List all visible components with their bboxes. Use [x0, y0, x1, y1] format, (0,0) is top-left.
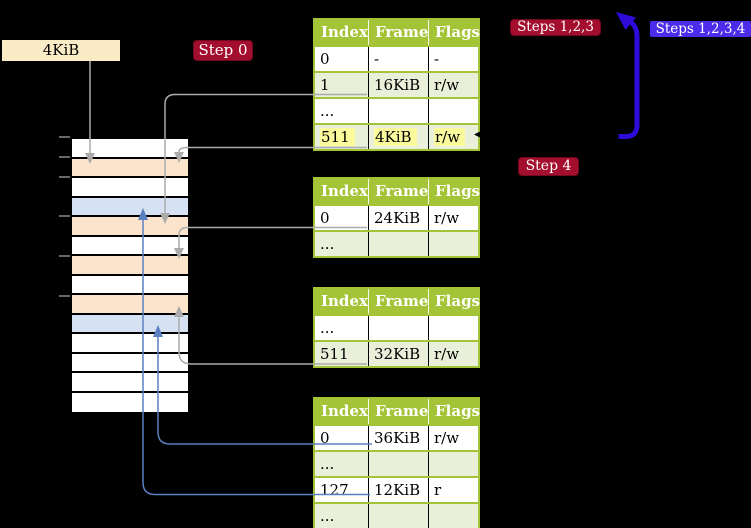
highlight-mark: 511: [320, 128, 355, 146]
physical-memory-strip: [70, 137, 190, 414]
cell-index: 127: [320, 481, 349, 499]
cell-flags: r/w: [428, 342, 478, 366]
table-row: ...: [315, 502, 478, 528]
memory-frame-row: [72, 295, 188, 315]
cell-index: 1: [320, 76, 330, 94]
highlight-mark: 4KiB: [374, 128, 417, 146]
cell-index: ...: [320, 319, 335, 337]
table-row: ...: [315, 314, 478, 340]
cell-frame: 16KiB: [368, 73, 428, 97]
column-header-frame: Frame: [368, 20, 428, 45]
cell-frame: [368, 316, 428, 340]
cell-flags: r/w: [428, 206, 478, 230]
column-header-frame: Frame: [368, 399, 428, 424]
memory-frame-row: [72, 392, 188, 412]
page-size-label: 4KiB: [2, 40, 120, 61]
memory-frame-row: [72, 217, 188, 237]
arrowhead-up-left-icon: [616, 12, 636, 30]
cell-index: 0: [320, 50, 330, 68]
table-row: 0 - -: [315, 45, 478, 71]
cell-flags: -: [428, 47, 478, 71]
memory-frame-row: [72, 353, 188, 373]
column-header-index: Index: [321, 402, 368, 420]
column-header-flags: Flags: [428, 179, 480, 204]
cell-flags: [428, 452, 478, 476]
page-table-2: Index Frame Flags 0 24KiB r/w ...: [313, 177, 480, 258]
memory-frame-row: [72, 314, 188, 334]
cell-index: ...: [320, 507, 335, 525]
cell-frame: -: [368, 47, 428, 71]
cell-frame: [368, 504, 428, 528]
column-header-frame: Frame: [368, 179, 428, 204]
table-row: ...: [315, 97, 478, 123]
cell-frame: 4KiB: [368, 125, 428, 149]
cell-flags: [428, 99, 478, 123]
table-header-row: Index Frame Flags: [315, 20, 480, 45]
steps-1-2-3-4-badge: Steps 1,2,3,4: [650, 21, 751, 37]
table-header-row: Index Frame Flags: [315, 399, 480, 424]
cell-frame: [368, 232, 428, 256]
steps-1-2-3-badge: Steps 1,2,3: [510, 19, 601, 36]
page-table-4: Index Frame Flags 0 36KiB r/w ... 127 12…: [313, 397, 480, 528]
cell-index: ...: [320, 102, 335, 120]
column-header-flags: Flags: [428, 20, 480, 45]
memory-frame-row: [72, 158, 188, 178]
cell-index: 511: [315, 125, 368, 149]
arrow-steps-loop: [618, 18, 640, 139]
memory-frame-row: [72, 373, 188, 393]
table-row: 511 32KiB r/w: [315, 340, 478, 366]
cell-frame: 24KiB: [368, 206, 428, 230]
column-header-index: Index: [321, 292, 368, 310]
table-row: 1 16KiB r/w: [315, 71, 478, 97]
cell-index: 0: [320, 429, 330, 447]
frame-boundary-ticks: [59, 136, 70, 297]
cell-frame: [368, 99, 428, 123]
memory-frame-row: [72, 275, 188, 295]
cell-frame: 32KiB: [368, 342, 428, 366]
cell-flags: [428, 232, 478, 256]
cell-flags: r/w: [428, 73, 478, 97]
memory-frame-row: [72, 139, 188, 159]
memory-frame-row: [72, 197, 188, 217]
table-row: 127 12KiB r: [315, 476, 478, 502]
table-header-row: Index Frame Flags: [315, 179, 480, 204]
memory-frame-row: [72, 334, 188, 354]
table-row: ...: [315, 450, 478, 476]
page-table-1: Index Frame Flags 0 - - 1 16KiB r/w ... …: [313, 18, 480, 151]
column-header-flags: Flags: [428, 399, 480, 424]
memory-frame-row: [72, 236, 188, 256]
cell-index: ...: [320, 235, 335, 253]
memory-frame-row: [72, 256, 188, 276]
cell-flags: [428, 504, 478, 528]
table-row: ...: [315, 230, 478, 256]
step-4-badge: Step 4: [518, 157, 579, 176]
column-header-index: Index: [321, 23, 368, 41]
highlight-mark: r/w: [434, 128, 466, 146]
cell-flags: r/w: [428, 125, 478, 149]
step-0-badge: Step 0: [193, 40, 253, 61]
table-row: 0 36KiB r/w: [315, 424, 478, 450]
column-header-frame: Frame: [368, 289, 428, 314]
cell-index: 0: [320, 209, 330, 227]
column-header-flags: Flags: [428, 289, 480, 314]
cell-flags: r: [428, 478, 478, 502]
cell-frame: 12KiB: [368, 478, 428, 502]
cell-frame: [368, 452, 428, 476]
table-header-row: Index Frame Flags: [315, 289, 480, 314]
column-header-index: Index: [321, 182, 368, 200]
cell-index: 511: [320, 345, 349, 363]
table-row: 0 24KiB r/w: [315, 204, 478, 230]
memory-frame-row: [72, 178, 188, 198]
page-table-3: Index Frame Flags ... 511 32KiB r/w: [313, 287, 480, 368]
cell-index: ...: [320, 455, 335, 473]
cell-frame: 36KiB: [368, 426, 428, 450]
table-row-highlighted: 511 4KiB r/w: [315, 123, 478, 149]
cell-flags: r/w: [428, 426, 478, 450]
cell-flags: [428, 316, 478, 340]
